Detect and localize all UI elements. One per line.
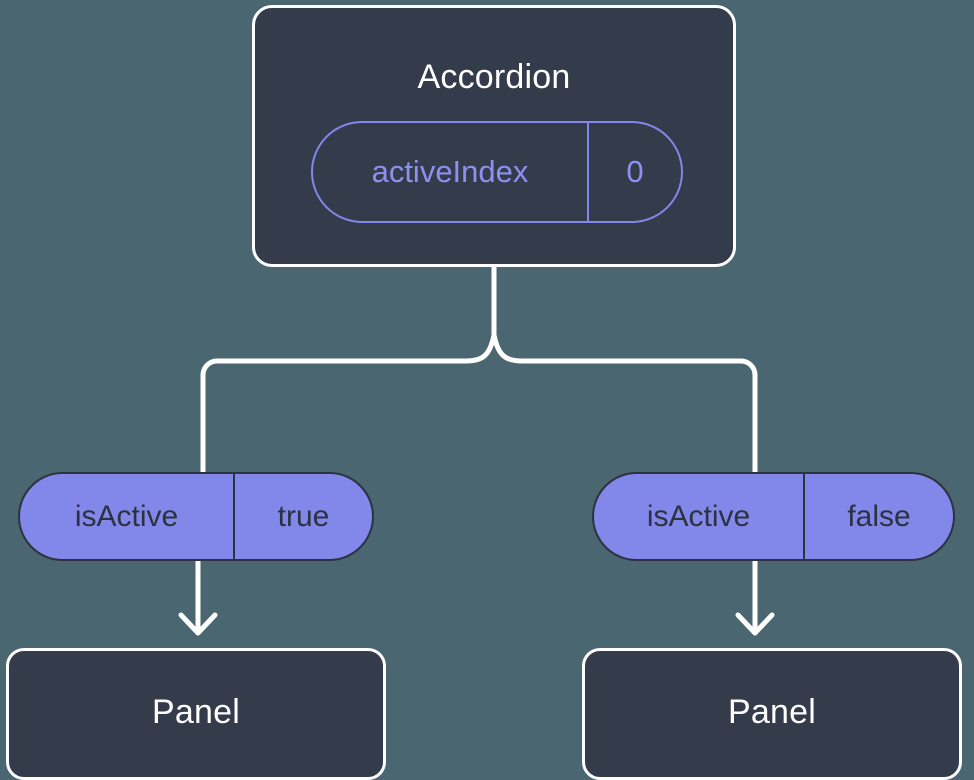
state-pill-active-index[interactable]: activeIndex 0 xyxy=(311,121,683,223)
state-pill-key: activeIndex xyxy=(371,154,529,189)
connector-branch-left xyxy=(200,332,497,475)
prop-pill-value: false xyxy=(803,474,953,559)
prop-pill-key: isActive xyxy=(646,499,751,533)
arrow-left-head-icon xyxy=(178,612,218,636)
prop-pill-value: true xyxy=(233,474,372,559)
panel-node-right[interactable]: Panel xyxy=(582,648,962,780)
state-pill-value: 0 xyxy=(587,123,681,221)
panel-node-left-title: Panel xyxy=(152,693,240,731)
prop-pill-key: isActive xyxy=(74,499,179,533)
prop-pill-is-active-false[interactable]: isActive false xyxy=(592,472,955,561)
accordion-node[interactable]: Accordion activeIndex 0 xyxy=(252,5,736,267)
panel-node-left[interactable]: Panel xyxy=(6,648,386,780)
prop-pill-is-active-true[interactable]: isActive true xyxy=(18,472,374,561)
arrow-right-head-icon xyxy=(735,612,775,636)
accordion-node-title: Accordion xyxy=(417,58,571,96)
panel-node-right-title: Panel xyxy=(728,693,816,731)
connector-branch-right xyxy=(491,332,758,475)
